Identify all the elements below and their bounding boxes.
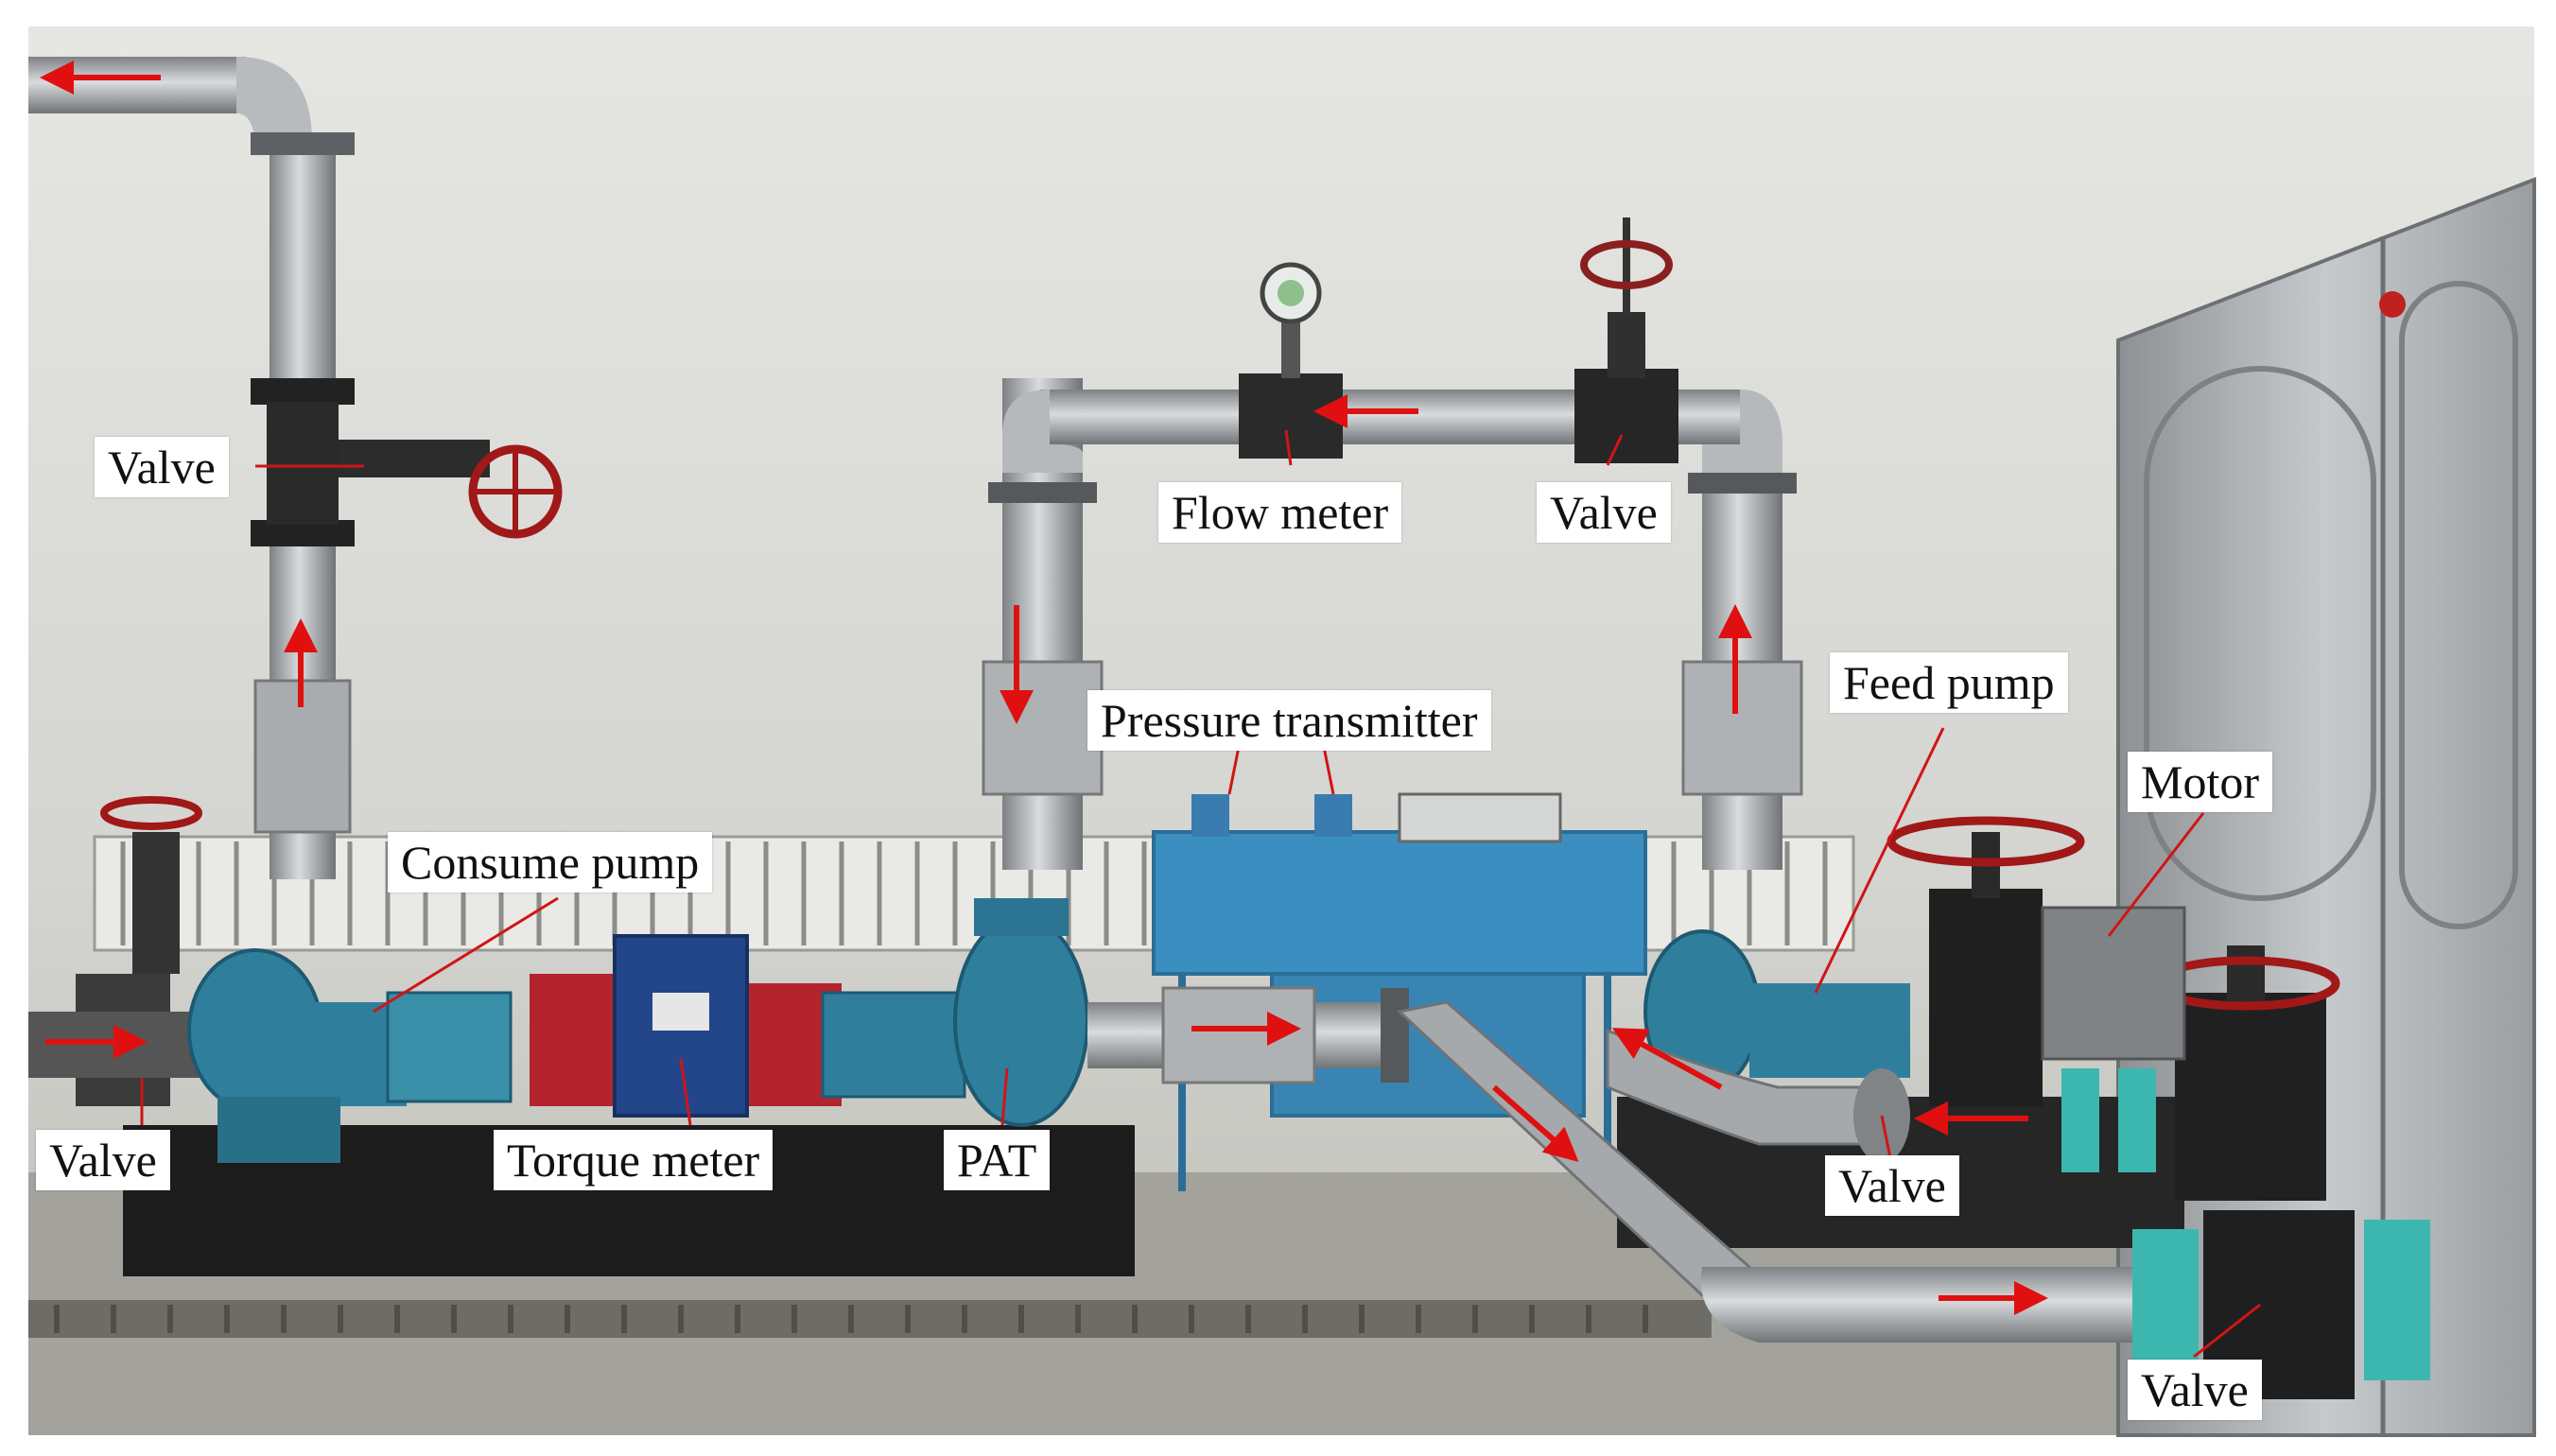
label-pat: PAT xyxy=(944,1130,1051,1190)
label-valve-mid-right: Valve xyxy=(1825,1155,1959,1216)
label-consume-pump: Consume pump xyxy=(388,832,713,893)
label-valve-top-left: Valve xyxy=(95,437,229,497)
label-valve-bottom-right: Valve xyxy=(2128,1360,2262,1420)
label-flow-meter: Flow meter xyxy=(1158,482,1402,543)
label-torque-meter: Torque meter xyxy=(494,1130,774,1190)
label-motor: Motor xyxy=(2128,752,2272,812)
label-pressure-transmitter: Pressure transmitter xyxy=(1087,690,1491,751)
label-valve-left: Valve xyxy=(36,1130,170,1190)
label-valve-top-right: Valve xyxy=(1537,482,1671,543)
label-feed-pump: Feed pump xyxy=(1830,652,2068,713)
